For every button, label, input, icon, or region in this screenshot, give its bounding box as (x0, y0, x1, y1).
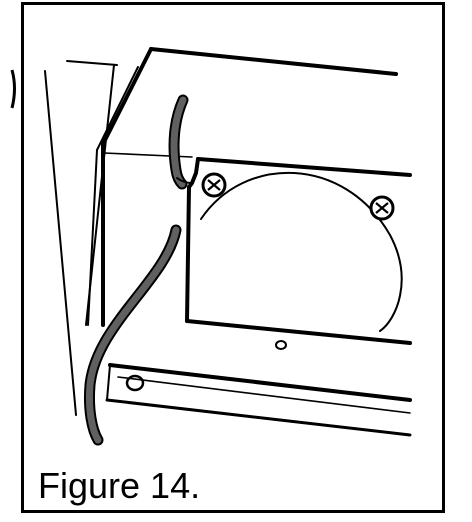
cable-lower (84, 224, 182, 446)
figure-caption: Figure 14. (38, 465, 201, 506)
figure-frame: Figure 14. (21, 2, 445, 513)
chassis-housing (87, 47, 398, 327)
phillips-screw-icon (369, 195, 395, 221)
cable-routing-illustration (44, 47, 412, 446)
side-panel (44, 60, 118, 416)
edge-mark (10, 69, 16, 109)
phillips-screw-icon (201, 172, 227, 198)
lower-rail (105, 363, 412, 437)
cable-upper (168, 94, 193, 190)
